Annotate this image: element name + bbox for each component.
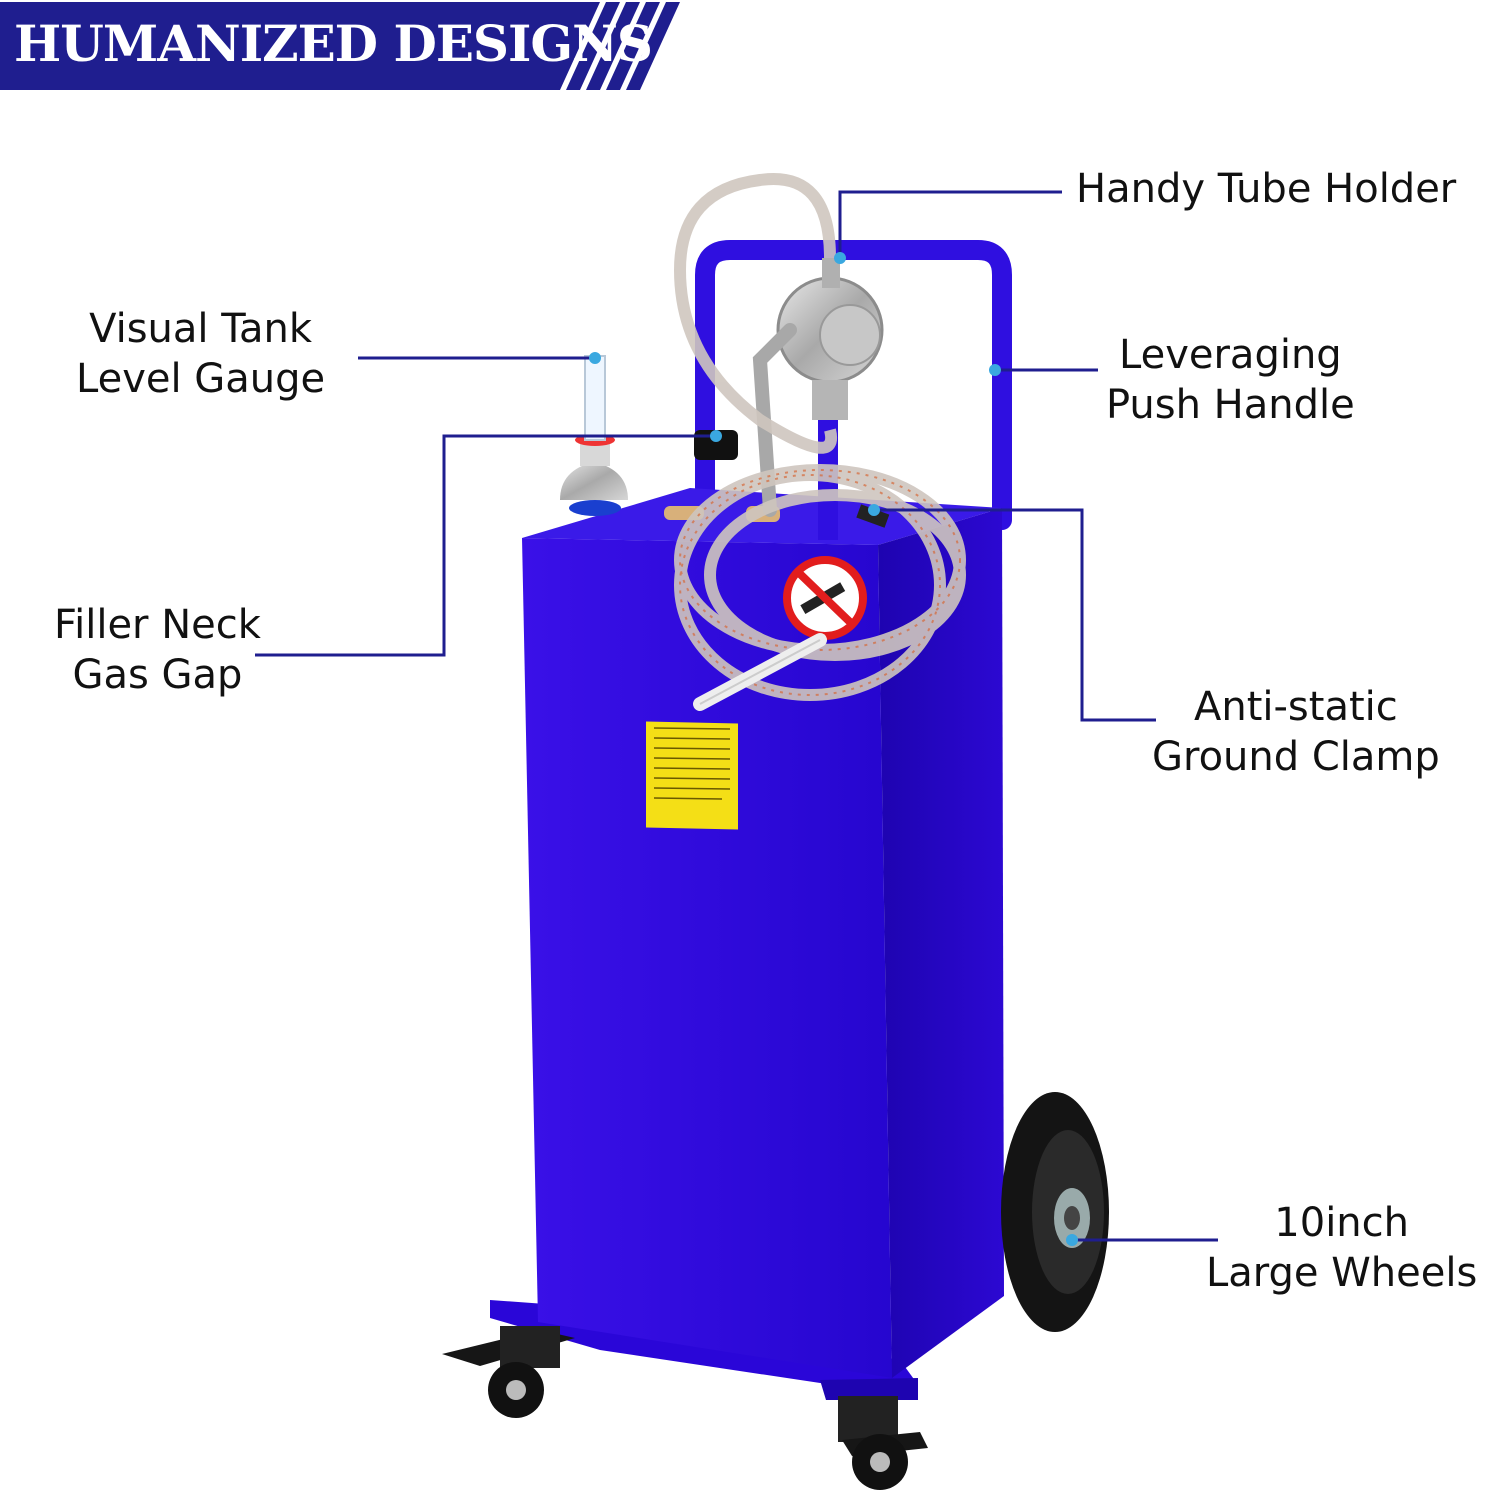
callout-dot-tank-gauge [589,352,601,364]
callout-line-tube-holder [838,190,1062,258]
callout-dot-tube-holder [834,252,846,264]
label-tank-gauge: Visual Tank Level Gauge [76,306,326,402]
label-wheels: 10inch Large Wheels [1206,1200,1478,1296]
tank-front [522,538,892,1378]
banner-title: HUMANIZED DESIGNS [14,14,653,73]
callout-dot-ground-clamp [868,504,880,516]
callout-line-ground-clamp [874,508,1156,722]
label-push-handle: Leveraging Push Handle [1106,332,1355,428]
label-filler-neck: Filler Neck Gas Gap [54,602,261,698]
label-ground-clamp: Anti-static Ground Clamp [1152,684,1440,780]
callout-dot-push-handle [989,364,1001,376]
callout-dot-wheels [1066,1234,1078,1246]
callout-line-filler-neck [255,434,716,657]
header-banner [0,2,680,90]
tank-side [878,508,1004,1378]
callout-dot-filler-neck [710,430,722,442]
label-tube-holder: Handy Tube Holder [1076,166,1457,212]
